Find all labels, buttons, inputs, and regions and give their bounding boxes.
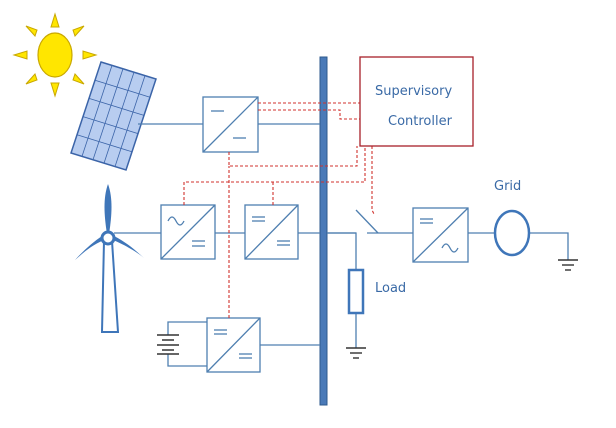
load-label: Load [375, 281, 406, 296]
dc-bus-bar [319, 56, 328, 406]
wind-ac-dc-converter [160, 204, 216, 260]
battery-dc-dc-converter [206, 317, 261, 373]
wind-dc-dc-converter [244, 204, 299, 260]
solar-panel-icon [70, 61, 157, 171]
grid-switch [355, 209, 379, 234]
grid-source-icon [493, 209, 531, 257]
load-resistor [347, 268, 365, 315]
grid-label: Grid [494, 179, 521, 194]
battery-icon [157, 334, 179, 355]
control-signal-lines [183, 102, 375, 318]
grid-dc-ac-inverter [412, 207, 469, 263]
wind-turbine-icon [75, 184, 144, 333]
power-wiring [114, 123, 569, 367]
controller-label-line2: Controller [388, 114, 453, 129]
controller-label-line1: Supervisory [375, 84, 452, 99]
sun-icon [12, 12, 98, 98]
ground-icon [346, 347, 366, 359]
supervisory-controller-box [359, 56, 474, 147]
pv-dc-dc-converter [202, 96, 259, 153]
ground-icon [558, 259, 578, 271]
